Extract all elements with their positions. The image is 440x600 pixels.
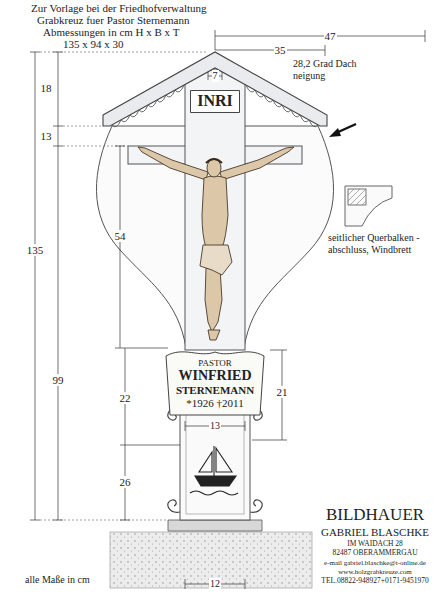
dim-47	[215, 30, 425, 50]
outline-path	[166, 352, 264, 415]
dimension-label: 13	[209, 420, 221, 432]
dim-54	[115, 146, 168, 348]
ship-symbol	[190, 446, 238, 495]
dimension-label: 26	[119, 476, 132, 489]
maker-contact: e-mail gabriel.blaschke@t-online.de	[323, 559, 427, 567]
pointer-arrowhead	[329, 128, 341, 137]
detail-section	[348, 189, 366, 205]
figure-crown	[206, 159, 222, 163]
dimension-label: 12	[209, 578, 221, 590]
ship-mast	[213, 446, 214, 476]
figure-torso	[202, 176, 228, 248]
dimension-label: 135	[26, 244, 45, 257]
note-text: Abmessungen in cm H x B x T	[42, 26, 180, 39]
dimension-label: 47	[324, 30, 337, 43]
figure-feet	[208, 330, 220, 340]
figure-arm-left	[138, 147, 208, 180]
lower-post-panel	[186, 406, 244, 514]
node-text: PASTOR	[172, 358, 258, 368]
detail-hatching	[348, 189, 366, 205]
note-text: Grabkreuz fuer Pastor Sternemann	[36, 14, 190, 27]
dimension-label: 13	[40, 130, 53, 143]
figure-head	[207, 159, 221, 177]
ship-hull	[195, 476, 236, 486]
dimension-label: 21	[276, 386, 289, 399]
dimension-label: 7	[212, 70, 219, 82]
dimension-label: 22	[119, 392, 132, 405]
dim-13-lower	[185, 421, 245, 431]
inri-plate: INRI	[190, 90, 240, 113]
dim-35	[215, 45, 325, 56]
roof-fringe	[112, 85, 318, 127]
dim-12	[185, 579, 245, 589]
ship-waves	[190, 491, 238, 495]
scroll-ornaments	[168, 408, 262, 512]
dimension-label: 35	[274, 44, 287, 57]
dimension-lines	[30, 30, 425, 589]
dimension-label: 18	[40, 82, 53, 95]
crucifix-figure	[138, 147, 294, 340]
dimension-label: 99	[52, 374, 65, 387]
detail-note: seitlicher Querbalken - abschluss, Windb…	[327, 232, 437, 255]
maker-address: 82487 OBERAMMERGAU	[331, 549, 418, 558]
ship-sails	[199, 448, 232, 472]
dim-135	[30, 52, 40, 520]
outline-path	[191, 91, 240, 113]
figure-legs	[205, 268, 222, 332]
note-text: 135 x 94 x 30	[62, 38, 125, 51]
dimension-label: 54	[114, 230, 127, 243]
node-text: INRI	[196, 92, 234, 110]
name-plaque: PASTORWINFRIEDSTERNEMANN*1926 †2011	[163, 348, 267, 416]
dim-18-13-99	[53, 52, 63, 520]
figure-loincloth	[200, 245, 232, 275]
maker-name: GABRIEL BLASCHKE	[320, 526, 430, 539]
unit-note: alle Maße in cm	[24, 574, 91, 586]
maker-heading: BILDHAUER	[325, 505, 425, 525]
note-text: Zur Vorlage bei der Friedhofverwaltung	[30, 2, 208, 15]
node-text: STERNEMANN	[172, 384, 258, 397]
windboard-detail	[345, 186, 392, 226]
maker-contact: TEL.08822-948927+0171-9451970	[320, 577, 429, 586]
maker-contact: www.holzgrabkreuze.com	[337, 568, 412, 576]
cross-post	[185, 70, 245, 350]
lower-post	[180, 400, 250, 520]
node-text: *1926 †2011	[172, 397, 258, 410]
node-text: WINFRIED	[172, 368, 258, 384]
maker-address: IM WAIDACH 28	[346, 540, 404, 549]
plinth	[168, 520, 262, 531]
extension-lines-left	[40, 52, 206, 520]
roof-pitch-note: 28,2 Grad Dach neigung	[292, 58, 378, 81]
figure-arm-right	[220, 147, 294, 180]
